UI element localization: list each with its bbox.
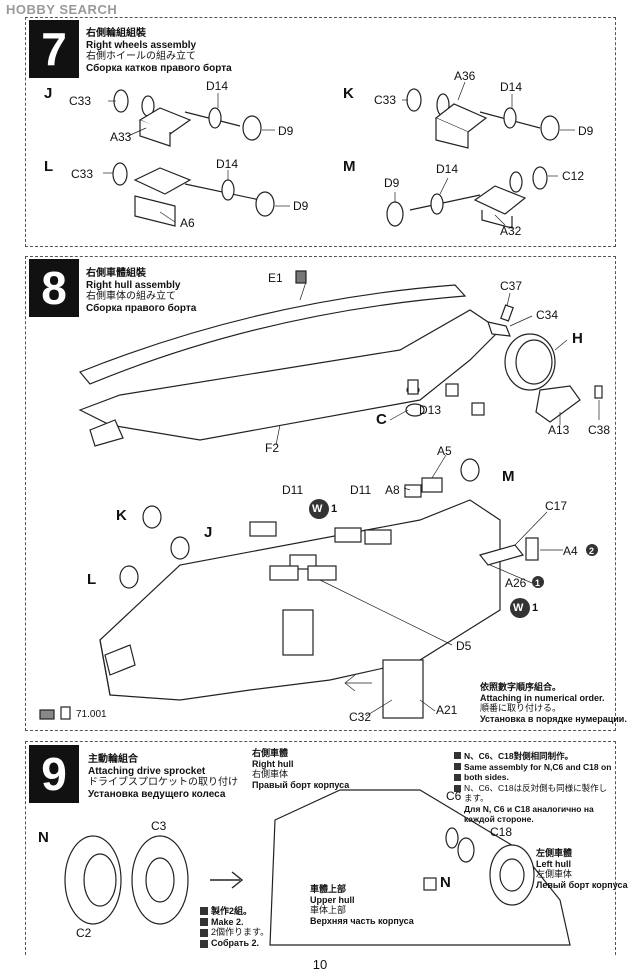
k-part-c33: C33 [374,93,397,107]
k-part-d14: D14 [500,80,523,94]
l-part-a6: A6 [180,216,195,230]
a4-order-number: 2 [589,546,595,556]
part-a13: A13 [548,423,570,437]
part-n-left: N [38,829,49,846]
m-part-d9: D9 [384,176,400,190]
watermark: HOBBY SEARCH [6,2,118,17]
j-part-a33: A33 [110,130,132,144]
sub-j-letter: J [44,85,53,102]
paint-w1-letter: W [312,503,323,515]
step7-number: 7 [29,20,79,78]
m-part-d14: D14 [436,162,459,176]
j-part-c33: C33 [69,94,92,108]
part-a21: A21 [436,703,458,717]
sub-l-letter: L [44,158,54,175]
part-m: M [502,468,515,485]
l-part-d14: D14 [216,157,239,171]
j-part-d9: D9 [278,124,294,138]
part-c37: C37 [500,279,523,293]
left-hull-label: 左側車體 Left hull 左側車体 Левый борт корпуса [536,848,628,890]
part-d11-left: D11 [282,483,304,497]
step8-number: 8 [29,259,79,317]
sub-m-letter: M [343,158,356,175]
part-a8: A8 [385,483,400,497]
part-c2: C2 [76,926,92,940]
step8-panel [25,256,616,731]
part-c18: C18 [490,825,513,839]
part-c34: C34 [536,308,559,322]
sub-k-letter: K [343,85,354,102]
part-n-right: N [440,874,451,891]
paint-code: 71.001 [76,709,107,720]
part-a26: A26 [505,576,527,590]
l-part-d9: D9 [293,199,309,213]
part-l: L [87,571,97,588]
same-assembly-note: N、C6、C18對側相同制作。 Same assembly for N,C6 a… [464,751,612,824]
part-a5: A5 [437,444,452,458]
paint-w1b-number: 1 [532,602,539,614]
step9-panel [25,741,616,955]
part-k: K [116,507,127,524]
part-c3: C3 [151,819,167,833]
step9-number: 9 [29,745,79,803]
part-d11-right: D11 [350,483,372,497]
m-part-c12: C12 [562,169,585,183]
right-hull-label: 右側車體 Right hull 右側車体 Правый борт корпуса [252,748,350,790]
part-c17: C17 [545,499,568,513]
make-2-note: 製作2組。 Make 2. 2個作ります。 Собрать 2. [211,906,270,948]
paint-w1-number: 1 [331,503,338,515]
upper-hull-label: 車體上部 Upper hull 車体上部 Верхняя часть корпу… [310,884,414,926]
part-c38: C38 [588,423,611,437]
page-number: 10 [312,957,328,972]
step8-title: 右側車體組裝 Right hull assembly 右側車体の組み立て Сбо… [86,268,197,314]
part-d13: D13 [419,403,442,417]
j-part-d14: D14 [206,79,229,93]
step7-panel [25,17,616,247]
part-h: H [572,330,583,347]
k-part-d9: D9 [578,124,594,138]
part-f2: F2 [265,441,280,455]
part-a4: A4 [563,544,578,558]
part-j: J [204,524,213,541]
a26-order-number: 1 [535,578,541,588]
part-c-top: C [376,411,387,428]
m-part-a32: A32 [500,224,522,238]
l-part-c33: C33 [71,167,94,181]
paint-w1b-letter: W [513,602,524,614]
part-c6: C6 [446,789,462,803]
step8-order-note: 依照數字順序組合。 Attaching in numerical order. … [480,682,627,724]
step7-title: 右側輪組組裝 Right wheels assembly 右側ホイールの組み立て… [86,28,232,74]
part-d5: D5 [456,639,472,653]
part-e1: E1 [268,271,283,285]
k-part-a36: A36 [454,69,476,83]
step9-title: 主動輪組合 Attaching drive sprocket ドライブスプロケッ… [88,754,238,800]
part-c32: C32 [349,710,372,724]
